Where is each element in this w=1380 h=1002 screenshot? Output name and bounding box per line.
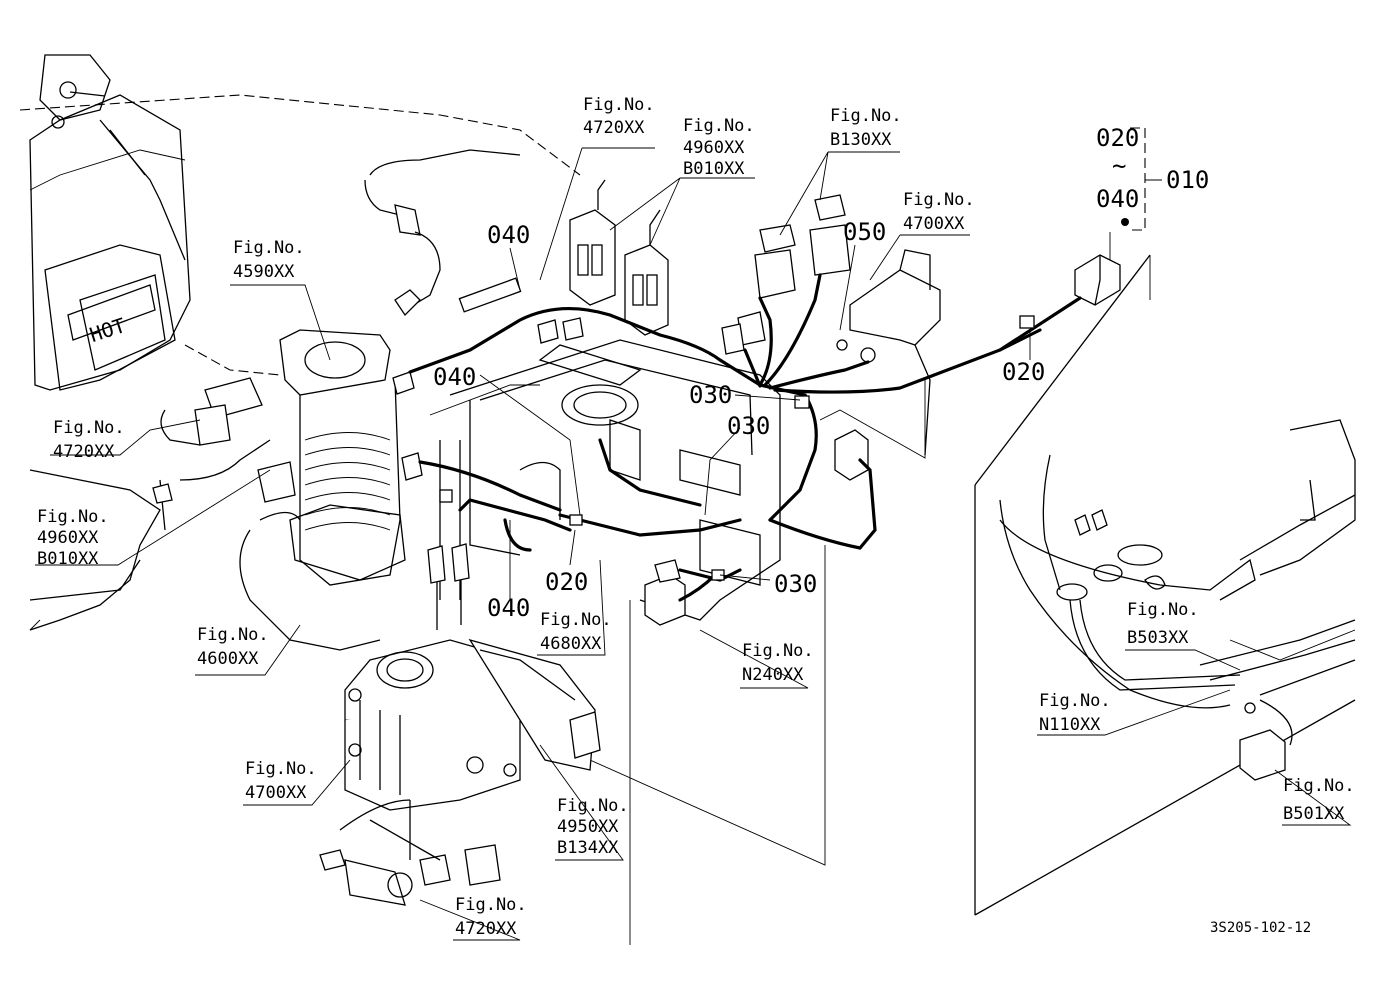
svg-text:4960XX: 4960XX — [37, 528, 99, 548]
callout-fig-4950: Fig.No. 4950XX B134XX — [557, 796, 629, 858]
range-tilde: ~ — [1112, 152, 1126, 180]
svg-text:Fig.No.: Fig.No. — [197, 625, 269, 645]
part-030-b: 030 — [727, 412, 770, 440]
range-bracket — [1130, 127, 1146, 231]
svg-text:N110XX: N110XX — [1039, 715, 1101, 735]
callout-leaders — [35, 147, 1352, 941]
svg-text:B134XX: B134XX — [557, 838, 619, 858]
svg-text:Fig.No.: Fig.No. — [830, 106, 902, 126]
svg-text:4720XX: 4720XX — [583, 118, 645, 138]
svg-text:Fig.No.: Fig.No. — [1039, 691, 1111, 711]
part-030-c: 030 — [774, 570, 817, 598]
svg-text:B503XX: B503XX — [1127, 628, 1189, 648]
svg-text:Fig.No.: Fig.No. — [583, 95, 655, 115]
svg-text:Fig.No.: Fig.No. — [903, 190, 975, 210]
svg-text:B010XX: B010XX — [37, 549, 99, 569]
range-end: 040 — [1096, 185, 1139, 213]
callout-fig-4590: Fig.No. 4590XX — [233, 238, 305, 282]
callout-fig-4960-top: Fig.No. 4960XX B010XX — [683, 116, 755, 179]
svg-text:4700XX: 4700XX — [903, 214, 965, 234]
svg-text:Fig.No.: Fig.No. — [540, 610, 612, 630]
svg-text:Fig.No.: Fig.No. — [245, 759, 317, 779]
svg-text:Fig.No.: Fig.No. — [742, 641, 814, 661]
part-040-top: 040 — [487, 221, 530, 249]
clamps — [439, 218, 1129, 581]
svg-text:B130XX: B130XX — [830, 130, 892, 150]
part-040-low: 040 — [487, 594, 530, 622]
svg-text:Fig.No.: Fig.No. — [1127, 600, 1199, 620]
svg-text:Fig.No.: Fig.No. — [53, 418, 125, 438]
svg-text:4720XX: 4720XX — [53, 442, 115, 462]
callout-fig-4600: Fig.No. 4600XX — [197, 625, 269, 669]
part-numbers: 040 050 020 040 030 030 020 040 030 020 … — [433, 124, 1209, 622]
svg-text:Fig.No.: Fig.No. — [683, 116, 755, 136]
callouts: Fig.No. 4720XX Fig.No. 4960XX B010XX Fig… — [37, 95, 1355, 939]
part-020-right: 020 — [1002, 358, 1045, 386]
callout-fig-4720-top: Fig.No. 4720XX — [583, 95, 655, 138]
callout-fig-b503: Fig.No. B503XX — [1127, 600, 1199, 648]
drawing-reference: 3S205-102-12 — [1210, 920, 1311, 936]
part-030-a: 030 — [689, 381, 732, 409]
svg-text:Fig.No.: Fig.No. — [37, 507, 109, 527]
svg-text:4700XX: 4700XX — [245, 783, 307, 803]
svg-text:4600XX: 4600XX — [197, 649, 259, 669]
part-040-mid: 040 — [433, 363, 476, 391]
svg-text:B501XX: B501XX — [1283, 804, 1345, 824]
callout-fig-b501: Fig.No. B501XX — [1283, 776, 1355, 824]
svg-text:Fig.No.: Fig.No. — [455, 895, 527, 915]
callout-fig-4720-bottom: Fig.No. 4720XX — [455, 895, 527, 939]
part-020-mid: 020 — [545, 568, 588, 596]
line-art — [19, 54, 1356, 945]
svg-text:4720XX: 4720XX — [455, 919, 517, 939]
svg-text:Fig.No.: Fig.No. — [233, 238, 305, 258]
svg-text:Fig.No.: Fig.No. — [557, 796, 629, 816]
callout-fig-4720-left: Fig.No. 4720XX — [53, 418, 125, 462]
range-start: 020 — [1096, 124, 1139, 152]
callout-fig-n110: Fig.No. N110XX — [1039, 691, 1111, 735]
svg-text:4680XX: 4680XX — [540, 634, 602, 654]
callout-fig-4700-bottom: Fig.No. 4700XX — [245, 759, 317, 803]
svg-text:4960XX: 4960XX — [683, 138, 745, 158]
svg-text:4950XX: 4950XX — [557, 817, 619, 837]
callout-fig-n240: Fig.No. N240XX — [742, 641, 814, 685]
svg-text:B010XX: B010XX — [683, 159, 745, 179]
callout-fig-4680: Fig.No. 4680XX — [540, 610, 612, 654]
svg-text:Fig.No.: Fig.No. — [1283, 776, 1355, 796]
callout-fig-4960-left: Fig.No. 4960XX B010XX — [37, 507, 109, 569]
callout-fig-b130: Fig.No. B130XX — [830, 106, 902, 150]
part-050: 050 — [843, 218, 886, 246]
callout-fig-4700-right: Fig.No. 4700XX — [903, 190, 975, 234]
range-set: 010 — [1166, 166, 1209, 194]
svg-text:4590XX: 4590XX — [233, 262, 295, 282]
svg-text:N240XX: N240XX — [742, 665, 804, 685]
hot-plate: HOT — [67, 284, 156, 347]
hot-label: HOT — [87, 313, 129, 347]
